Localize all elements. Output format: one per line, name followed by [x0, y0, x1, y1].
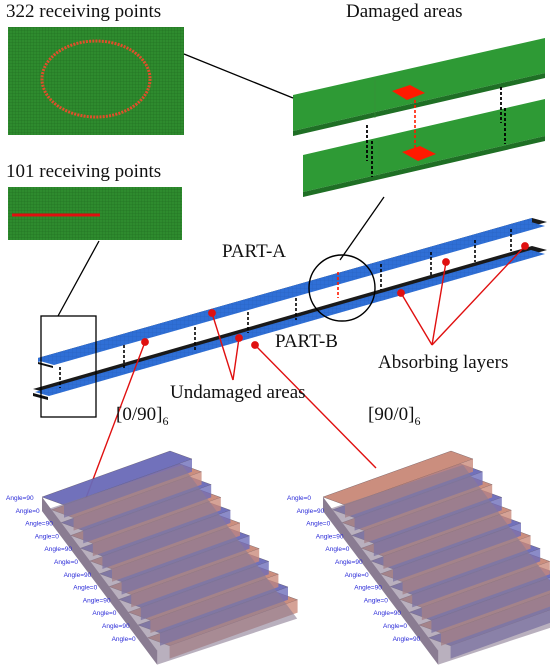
label-undamaged-areas: Undamaged areas	[170, 382, 306, 403]
label-damaged-areas: Damaged areas	[346, 1, 463, 22]
ply-angle-label: Angle=90	[6, 495, 34, 502]
ply-angle-label: Angle=90	[316, 533, 344, 540]
ply-angle-label: Angle=90	[354, 585, 382, 592]
ply-angle-label: Angle=0	[364, 597, 388, 604]
label-absorbing-layers: Absorbing layers	[378, 352, 509, 373]
label-layup-right: [90/0]6	[368, 404, 421, 428]
undamaged-area-pointers	[208, 309, 243, 381]
plate-101-receiving-points	[8, 187, 182, 240]
damage-square-lower	[402, 146, 436, 161]
receiving-points-circle	[40, 39, 152, 119]
ply-angle-label: Angle=90	[25, 521, 53, 528]
beam-part-b	[33, 246, 547, 400]
ply-angle-label: Angle=0	[54, 559, 78, 566]
ply-angle-label: Angle=0	[383, 623, 407, 630]
ply-angle-label: Angle=90	[297, 508, 325, 515]
ply-angle-label: Angle=90	[44, 546, 72, 553]
ply-angle-label: Angle=0	[112, 636, 136, 643]
ply-angle-label: Angle=90	[393, 636, 421, 643]
ply-angle-label: Angle=90	[83, 597, 111, 604]
beam-boundary-markers	[59, 229, 512, 388]
ply-angle-label: Angle=0	[325, 546, 349, 553]
label-part-b: PART-B	[275, 331, 338, 352]
ply-angle-label: Angle=0	[92, 610, 116, 617]
ply-angle-label: Angle=90	[335, 559, 363, 566]
damage-square-upper	[392, 85, 425, 100]
connector-lines	[57, 53, 385, 317]
ply-angle-label: Angle=90	[102, 623, 130, 630]
ply-angle-label: Angle=0	[73, 585, 97, 592]
ply-angle-label: Angle=0	[16, 508, 40, 515]
label-part-a: PART-A	[222, 241, 286, 262]
ply-angle-label: Angle=0	[345, 572, 369, 579]
ply-stack-right: Angle=0Angle=90Angle=0Angle=90Angle=0Ang…	[287, 450, 550, 665]
layup-pointers	[85, 338, 377, 499]
damaged-areas-detail	[293, 38, 545, 197]
ply-angle-label: Angle=90	[373, 610, 401, 617]
label-322-receiving-points: 322 receiving points	[6, 1, 162, 22]
ply-angle-label: Angle=0	[306, 521, 330, 528]
ply-angle-label: Angle=0	[287, 495, 311, 502]
ply-angle-label: Angle=0	[35, 533, 59, 540]
beam-part-a	[38, 218, 547, 368]
label-layup-left: [0/90]6	[116, 404, 169, 428]
ply-angle-label: Angle=90	[64, 572, 92, 579]
receiver-zoom-box	[40, 315, 97, 418]
damage-zoom-circle	[308, 254, 376, 322]
absorbing-layer-pointers	[397, 242, 529, 346]
label-101-receiving-points: 101 receiving points	[6, 161, 162, 182]
plate-322-receiving-points	[8, 27, 184, 135]
ply-stack-left: Angle=90Angle=0Angle=90Angle=0Angle=90An…	[6, 450, 299, 665]
